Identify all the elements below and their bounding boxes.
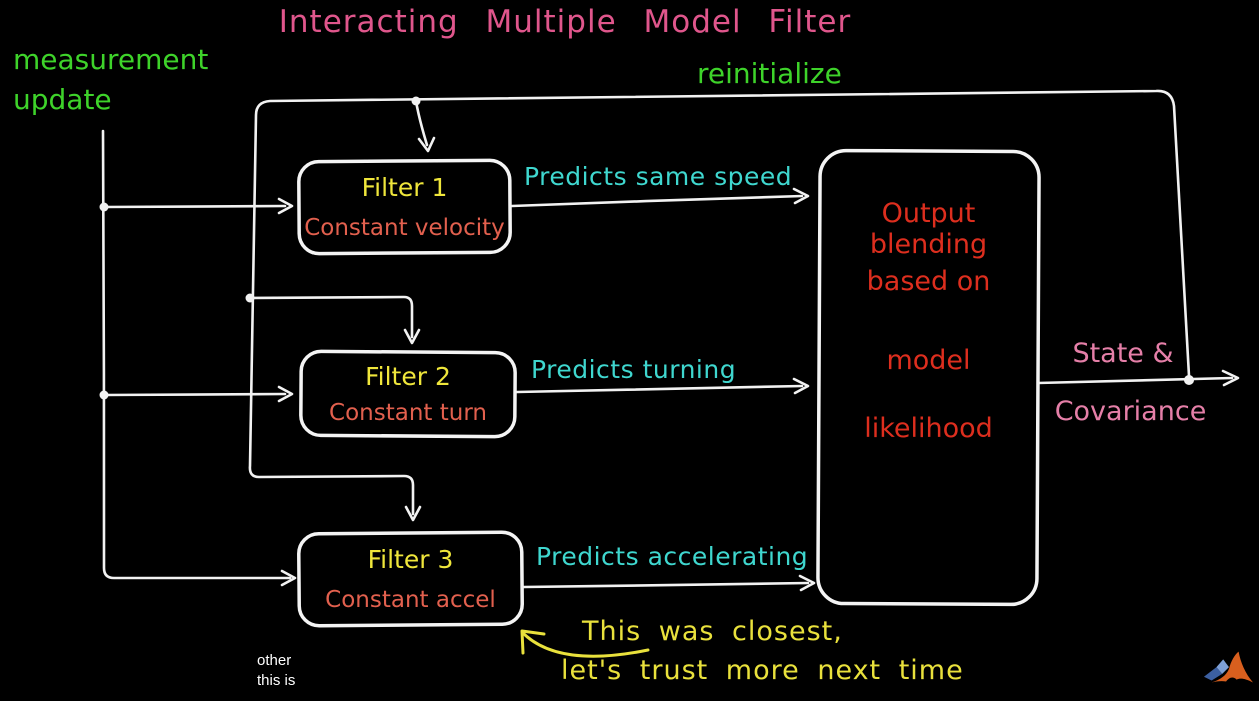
diagram-title: Interacting Multiple Model Filter — [278, 4, 852, 40]
filter3-model: Constant accel — [325, 586, 496, 613]
filter3-output-line — [522, 581, 810, 589]
junction-dot-filter2-branch — [99, 390, 109, 400]
junction-dot-filter1-branch — [99, 202, 109, 212]
blending-text-line4: likelihood — [864, 413, 993, 444]
filter1-output-line — [510, 194, 804, 208]
arrowhead-into-filter2-left — [277, 385, 294, 403]
reinit-branch-filter2 — [249, 295, 414, 339]
filter2-prediction-label: Predicts turning — [531, 355, 737, 384]
arrowhead-into-filter2-top — [403, 328, 421, 345]
arrowhead-into-filter1-left — [277, 197, 294, 215]
measurement-branch-filter2 — [102, 392, 287, 397]
closest-note-arrow — [522, 632, 650, 658]
blending-text-line3: model — [886, 345, 971, 376]
blending-text-line2: based on — [866, 266, 991, 297]
junction-dot-reinit-left — [245, 293, 255, 303]
measurement-update-label: measurement update — [13, 43, 209, 116]
filter2-output-line — [515, 384, 804, 394]
filter3-box-content: Filter 3 Constant accel — [299, 533, 522, 625]
blending-text-line1: Output blending — [869, 198, 988, 260]
reinitialize-label: reinitialize — [697, 57, 842, 90]
filter3-name: Filter 3 — [367, 545, 454, 575]
arrowhead-into-filter1-top — [417, 136, 436, 153]
closest-note-line1: This was closest, — [582, 616, 843, 647]
output-label-state: State & — [1072, 338, 1174, 369]
filter1-model: Constant velocity — [304, 214, 505, 241]
filter2-box — [299, 349, 517, 439]
output-blending-box — [816, 148, 1041, 607]
arrowhead-filter2-output — [792, 377, 810, 395]
filter1-name: Filter 1 — [361, 173, 448, 203]
arrowhead-state-output — [1221, 369, 1240, 387]
arrowhead-into-filter3-left — [280, 569, 297, 587]
arrowhead-filter1-output — [792, 187, 810, 205]
filter1-box — [297, 158, 512, 256]
filter1-box-content: Filter 1 Constant velocity — [299, 161, 510, 253]
output-label-covariance: Covariance — [1054, 396, 1207, 427]
filter1-prediction-label: Predicts same speed — [524, 162, 793, 191]
closest-note-line2: let's trust more next time — [561, 655, 964, 686]
state-output-line — [1036, 376, 1234, 385]
measurement-branch-filter1 — [102, 204, 287, 209]
measurement-trunk-line — [101, 129, 292, 580]
filter2-box-content: Filter 2 Constant turn — [301, 352, 515, 436]
arrowhead-into-filter3-top — [404, 505, 422, 522]
filter3-box — [297, 530, 524, 628]
reinitialize-loop-line — [248, 89, 1191, 516]
matlab-logo-icon — [1203, 651, 1254, 683]
filter2-name: Filter 2 — [365, 361, 451, 391]
caption-text: other this is — [257, 652, 296, 690]
junction-dot-output — [1184, 375, 1194, 385]
arrowhead-filter3-output — [798, 574, 816, 592]
filter3-prediction-label: Predicts accelerating — [536, 542, 809, 571]
filter2-model: Constant turn — [329, 400, 487, 427]
reinit-drop-filter1 — [414, 99, 429, 147]
junction-dot-reinit-top — [411, 96, 421, 106]
closest-note-arrowhead — [520, 629, 546, 655]
